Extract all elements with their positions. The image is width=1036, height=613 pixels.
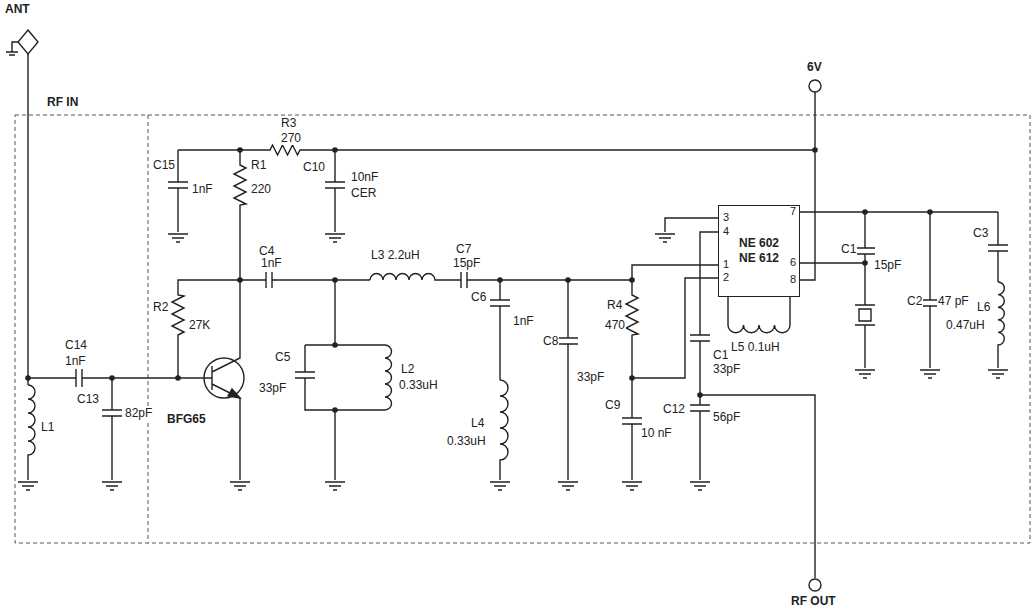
ic-name: NE 602 [739,236,779,251]
part-label: 1nF [512,314,535,328]
part-label: 33pF [712,362,741,376]
part-label: L1 [40,420,55,434]
part-label: L6 [976,300,991,314]
pin-number: 6 [789,256,797,268]
ground-symbols [18,234,1008,490]
part-label: 33pF [258,381,287,395]
part-label: C3 [972,226,989,240]
part-label: 270 [280,131,302,145]
part-label: 1nF [64,354,87,368]
part-label: RF OUT [790,594,837,608]
part-label: 6V [806,60,823,74]
part-label: C2 [906,294,923,308]
part-label: 1nF [260,256,283,270]
part-label: L3 2.2uH [370,248,421,262]
part-label: 1nF [191,182,214,196]
part-label: C15 [152,158,176,172]
part-label: 10nF [350,170,379,184]
pin-number: 1 [722,258,730,270]
part-label: 33pF [576,370,605,384]
part-label: C14 [64,338,88,352]
part-label: ANT [4,2,31,16]
part-label: 15pF [873,258,902,272]
junction-dots [25,147,933,413]
part-label: C13 [76,392,100,406]
part-label: L2 [400,362,415,376]
part-label: R2 [152,300,169,314]
part-label: 0.33uH [398,378,439,392]
part-label: R4 [606,298,623,312]
part-label: C7 [455,242,472,256]
part-label: 0.47uH [945,318,986,332]
part-label: 56pF [712,410,741,424]
pin-number: 7 [789,205,797,217]
part-label: 82pF [124,406,153,420]
part-label: C1 [840,242,857,256]
part-label: C6 [470,290,487,304]
part-label: C10 [302,160,326,174]
part-label: CER [350,186,377,200]
part-label: 47 pF [937,294,970,308]
part-label: L5 0.1uH [730,340,781,354]
part-label: R1 [250,158,267,172]
dashed-boundary [15,115,1030,543]
part-label: 0.33uH [446,434,487,448]
part-label: C9 [604,398,621,412]
pin-number: 4 [722,225,730,237]
pin-number: 2 [722,271,730,283]
wires [6,30,1008,591]
part-label: 27K [188,318,211,332]
part-label: R3 [280,116,297,130]
part-label: C1 [712,348,729,362]
part-label: RF IN [46,95,79,109]
part-label: 10 nF [640,426,673,440]
pin-number: 8 [789,273,797,285]
ic-box: NE 602NE 612 [718,205,800,297]
part-label: L4 [470,416,485,430]
part-label: 220 [250,182,272,196]
pin-number: 3 [722,211,730,223]
ic-name: NE 612 [739,251,779,266]
part-label: C12 [662,402,686,416]
part-label: BFG65 [166,412,207,426]
part-label: 470 [604,318,626,332]
part-label: C5 [274,350,291,364]
part-label: 15pF [452,256,481,270]
part-label: C8 [542,334,559,348]
